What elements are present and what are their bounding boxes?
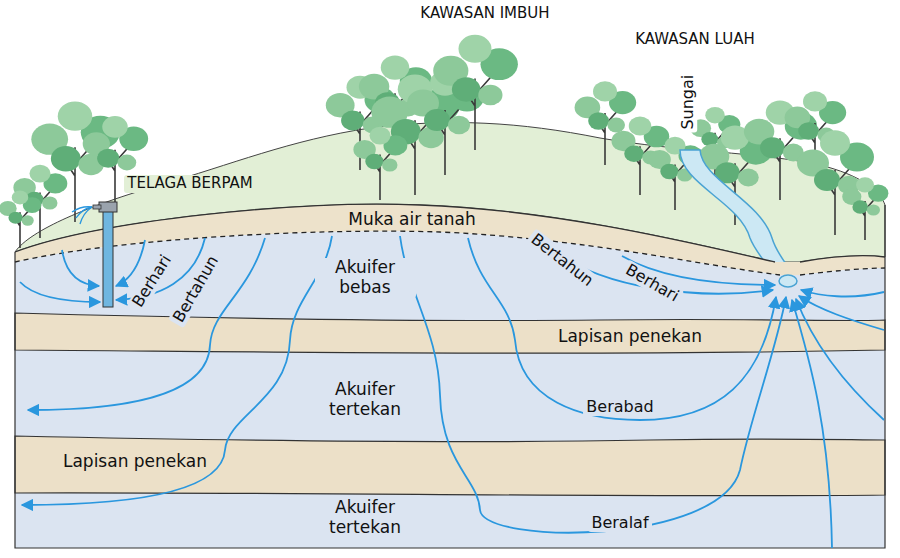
confining-layer-label: Lapisan penekan xyxy=(555,327,705,347)
well-label: TELAGA BERPAM xyxy=(124,175,255,192)
ground-surface xyxy=(15,204,885,262)
tree xyxy=(407,70,484,175)
aquifer-label: Akuifer tertekan xyxy=(310,380,421,419)
aquifer-label: Akuifer bebas xyxy=(315,258,416,297)
water-spray xyxy=(72,207,92,224)
pump-spout xyxy=(93,205,101,209)
confining-layer-label: Lapisan penekan xyxy=(60,452,210,472)
tree xyxy=(433,35,518,150)
water-table xyxy=(15,231,885,275)
spring xyxy=(779,275,797,287)
tree xyxy=(353,127,407,200)
water-table-label: Muka air tanah xyxy=(345,210,478,230)
tree xyxy=(0,190,41,248)
aquifer-label: Akuifer tertekan xyxy=(310,498,421,537)
flow-time-label: Berabad xyxy=(583,398,656,416)
flow-time-label: Beralaf xyxy=(588,514,651,532)
tree xyxy=(797,130,874,235)
region-label: KAWASAN LUAH xyxy=(632,31,757,48)
region-label: KAWASAN IMBUH xyxy=(417,5,552,22)
tree xyxy=(744,100,817,200)
tree xyxy=(842,177,888,240)
unconfined-aquifer xyxy=(15,231,885,548)
frame xyxy=(15,205,885,548)
river-label: Sungai xyxy=(679,72,697,133)
confining-layer xyxy=(15,313,885,353)
flow-lines xyxy=(20,236,884,548)
pump-head xyxy=(99,202,117,212)
well-casing xyxy=(103,210,113,307)
